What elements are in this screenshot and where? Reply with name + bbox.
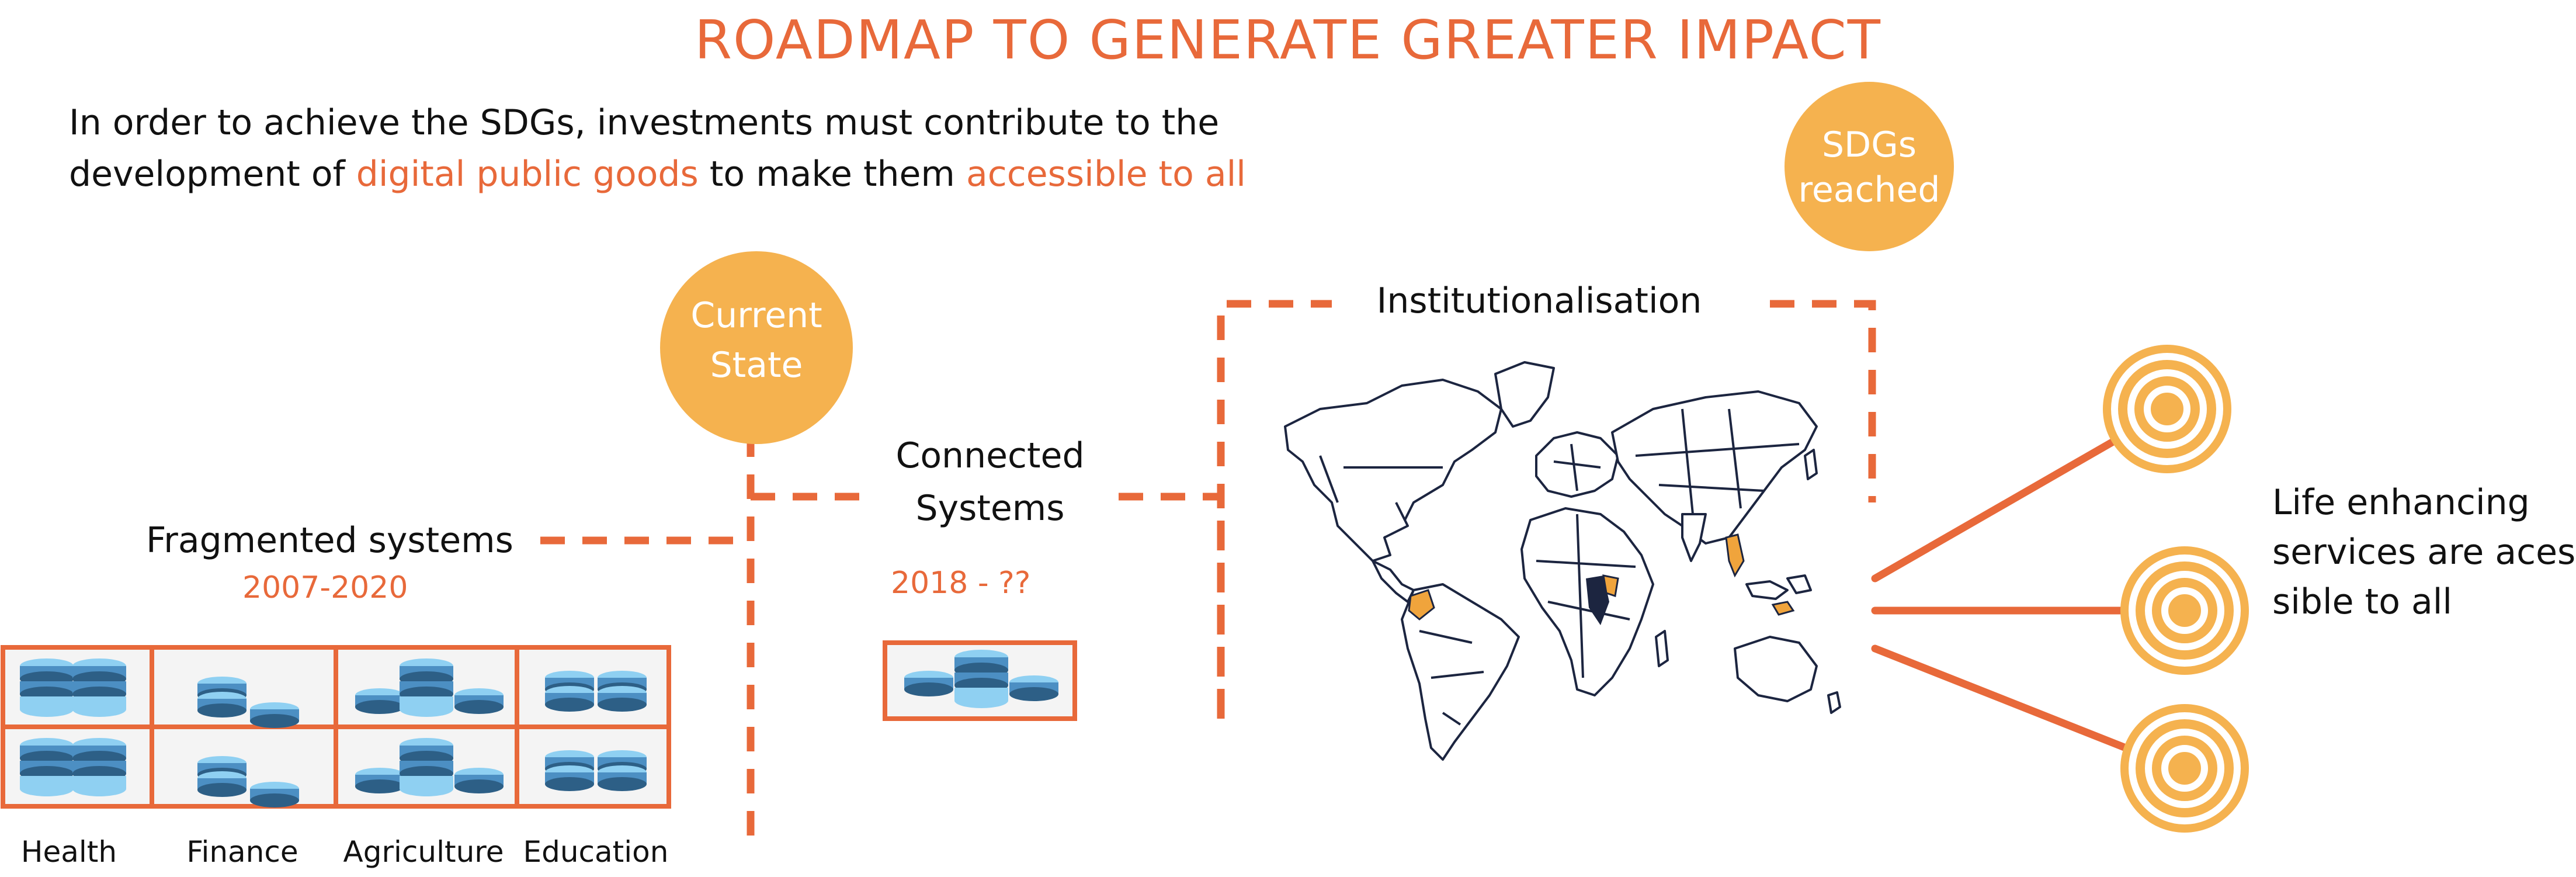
fragmented-systems-grid xyxy=(1,645,671,809)
intro-line-2: development of digital public goods to m… xyxy=(69,154,1246,195)
fragmented-years: 2007-2020 xyxy=(242,570,408,605)
outcome-line-top xyxy=(1871,417,2154,583)
outcome-text-line-1: Life enhancing xyxy=(2272,482,2530,523)
roadmap-path-to-institution xyxy=(1119,493,1225,719)
institutionalisation-label: Institutionalisation xyxy=(1377,280,1702,321)
target-icon-middle xyxy=(2120,546,2249,675)
sector-label-education: Education xyxy=(523,835,669,869)
target-icon-top xyxy=(2103,345,2231,473)
intro-line-1: In order to achieve the SDGs, investment… xyxy=(69,102,1219,143)
connected-systems-line-1: Connected xyxy=(895,435,1084,476)
current-state-line-2: State xyxy=(710,345,803,386)
outcome-text-line-3: sible to all xyxy=(2272,581,2452,622)
sdgs-reached-line-2: reached xyxy=(1798,169,1940,210)
roadmap-path-institution-right xyxy=(1770,300,1876,502)
connected-systems-line-2: Systems xyxy=(916,488,1065,529)
sector-label-finance: Finance xyxy=(186,835,298,869)
world-map xyxy=(1284,361,1841,761)
connected-systems-box xyxy=(883,640,1077,721)
current-state-node: Current State xyxy=(660,251,853,444)
target-icon-bottom xyxy=(2120,704,2249,833)
health-database-bottom xyxy=(20,738,126,796)
fragmented-systems-label: Fragmented systems xyxy=(146,520,513,561)
connected-years: 2018 - ?? xyxy=(891,566,1030,601)
sdgs-reached-node: SDGs reached xyxy=(1785,82,1954,251)
roadmap-path-institution-left xyxy=(1217,300,1332,719)
health-database-top xyxy=(20,658,126,717)
current-state-line-1: Current xyxy=(690,295,822,336)
page-title: ROADMAP TO GENERATE GREATER IMPACT xyxy=(695,9,1881,71)
sdgs-reached-line-1: SDGs xyxy=(1822,124,1917,165)
sector-label-health: Health xyxy=(21,835,117,869)
sector-label-agriculture: Agriculture xyxy=(343,835,504,869)
outcome-text-line-2: services are aces- xyxy=(2272,532,2576,573)
